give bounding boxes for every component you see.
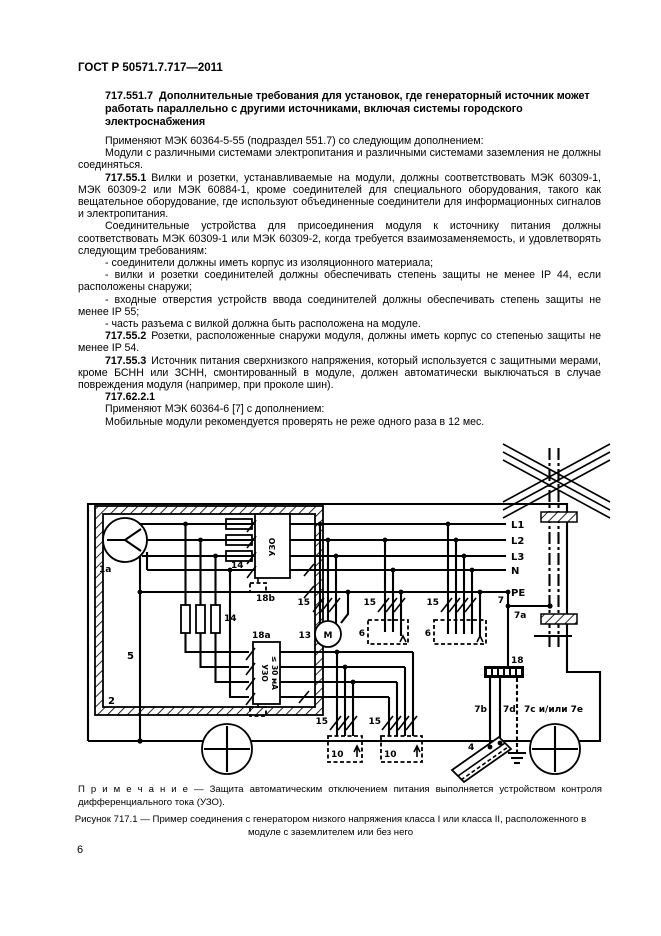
clause-heading-number: 717.551.7: [105, 90, 154, 102]
generator-symbol: 1a: [99, 517, 148, 575]
body-text: 717.551.7 Дополнительные требования для …: [78, 90, 601, 428]
junction-dots: [137, 521, 553, 750]
pe-earthing-network: 7 7a 18 7b 7d 7c и/или 7e: [474, 592, 583, 765]
paragraph: 717.62.2.1: [105, 391, 156, 404]
wheel-left: [201, 723, 253, 775]
socket10-group2: 15 10: [368, 652, 423, 763]
socket6-label-1: 6: [359, 629, 365, 639]
paragraph: Соединительные устройства для присоедине…: [78, 220, 601, 257]
mast-clamp-lower: [540, 613, 578, 625]
figure-717-1-diagram: 1a L1 L2 L3 N PE 5 2 14: [86, 443, 611, 784]
switch-label-motor: 15: [297, 598, 310, 608]
vehicle-outline: [86, 502, 602, 743]
wheel-right: [529, 723, 581, 775]
socket6-label-2: 6: [425, 629, 431, 639]
conductor-7ce-label: 7c и/или 7e: [524, 705, 583, 715]
conductor5-label: 5: [127, 651, 134, 662]
socket10-group1: 15 10: [315, 652, 363, 763]
paragraph: - часть разъема с вилкой должна быть рас…: [105, 318, 421, 331]
switch-label-socket10-1: 15: [315, 717, 328, 727]
line-label-l1: L1: [511, 520, 524, 531]
rcd-18a: УЗО ≤ 30 мА 18a: [245, 631, 281, 717]
socket6-group2: 15 6: [425, 524, 487, 645]
wall-crossing-marks: [298, 563, 315, 704]
line-label-l2: L2: [511, 536, 524, 547]
clause-heading-text: Дополнительные требования для установок,…: [105, 90, 590, 128]
motor-letter: M: [324, 631, 333, 641]
paragraph: Мобильные модули рекомендуется проверять…: [105, 415, 485, 428]
paragraph: - входные отверстия устройств ввода соед…: [78, 293, 601, 318]
page-number: 6: [77, 844, 84, 856]
clause-heading: 717.551.7 Дополнительные требования для …: [105, 90, 601, 129]
paragraph: - соединители должны иметь корпус из изо…: [105, 257, 434, 270]
switch-label-socket1: 15: [363, 598, 376, 608]
paragraph: Применяют МЭК 60364-6 [7] с дополнением:: [105, 403, 325, 416]
fuse-group-mid: 14: [180, 524, 249, 699]
note-label: П р и м е ч а н и е —: [78, 784, 204, 795]
socket10-label-1: 10: [331, 750, 344, 760]
generator-label: 1a: [99, 565, 111, 575]
mast-cross: [502, 443, 611, 519]
terminal-label: 18: [511, 656, 524, 666]
fuse-label-mid: 14: [224, 614, 237, 624]
switch-label-socket10-2: 15: [368, 717, 381, 727]
rcd-18b-text: УЗО: [268, 537, 277, 556]
earth-plate: 4: [450, 735, 513, 784]
plate-label: 4: [468, 743, 474, 753]
figure-note: П р и м е ч а н и е — Защита автоматичес…: [78, 783, 602, 809]
socket6-group1: 15 6: [359, 540, 409, 645]
mast: [534, 448, 578, 647]
line-label-n: N: [511, 566, 519, 577]
pe-ref-label: 7: [498, 596, 504, 606]
mast-bond-label: 7a: [514, 611, 526, 621]
conductor-7d-label: 7d: [503, 705, 516, 715]
motor-branch: M 13 15: [297, 524, 350, 648]
line-label-pe: PE: [511, 588, 525, 599]
rcd-18b-label: 18b: [256, 594, 276, 604]
paragraph: - вилки и розетки соединителей должны об…: [78, 269, 601, 294]
line-label-l3: L3: [511, 552, 524, 563]
rcd-18a-text: УЗО: [260, 664, 269, 682]
paragraph: Модули с различными системами электропит…: [78, 147, 601, 172]
pe-conductor-5: 5 2: [108, 556, 142, 741]
earth-symbol: [508, 751, 526, 765]
fuse-group-top: 14: [225, 518, 253, 571]
conductor-7b-label: 7b: [474, 705, 487, 715]
rcd-18a-outputs: [280, 650, 413, 699]
figure-caption: Рисунок 717.1 — Пример соединения с гене…: [74, 814, 587, 838]
rcd-18a-rating: ≤ 30 мА: [270, 656, 279, 690]
standard-number: ГОСТ Р 50571.7.717—2011: [78, 62, 223, 74]
socket10-label-2: 10: [384, 750, 397, 760]
switch-label-socket2: 15: [426, 598, 439, 608]
rcd-18b: УЗО 18b: [246, 513, 291, 604]
note-text: Защита автоматическим отключением питани…: [78, 784, 602, 808]
motor-ref-label: 13: [298, 631, 311, 641]
body-label: 2: [108, 696, 115, 707]
paragraph: Применяют МЭК 60364-5-55 (подраздел 551.…: [105, 135, 484, 147]
fuse-label-top: 14: [231, 561, 244, 571]
mast-clamp-upper: [540, 511, 578, 523]
rcd-18a-label: 18a: [252, 631, 271, 641]
